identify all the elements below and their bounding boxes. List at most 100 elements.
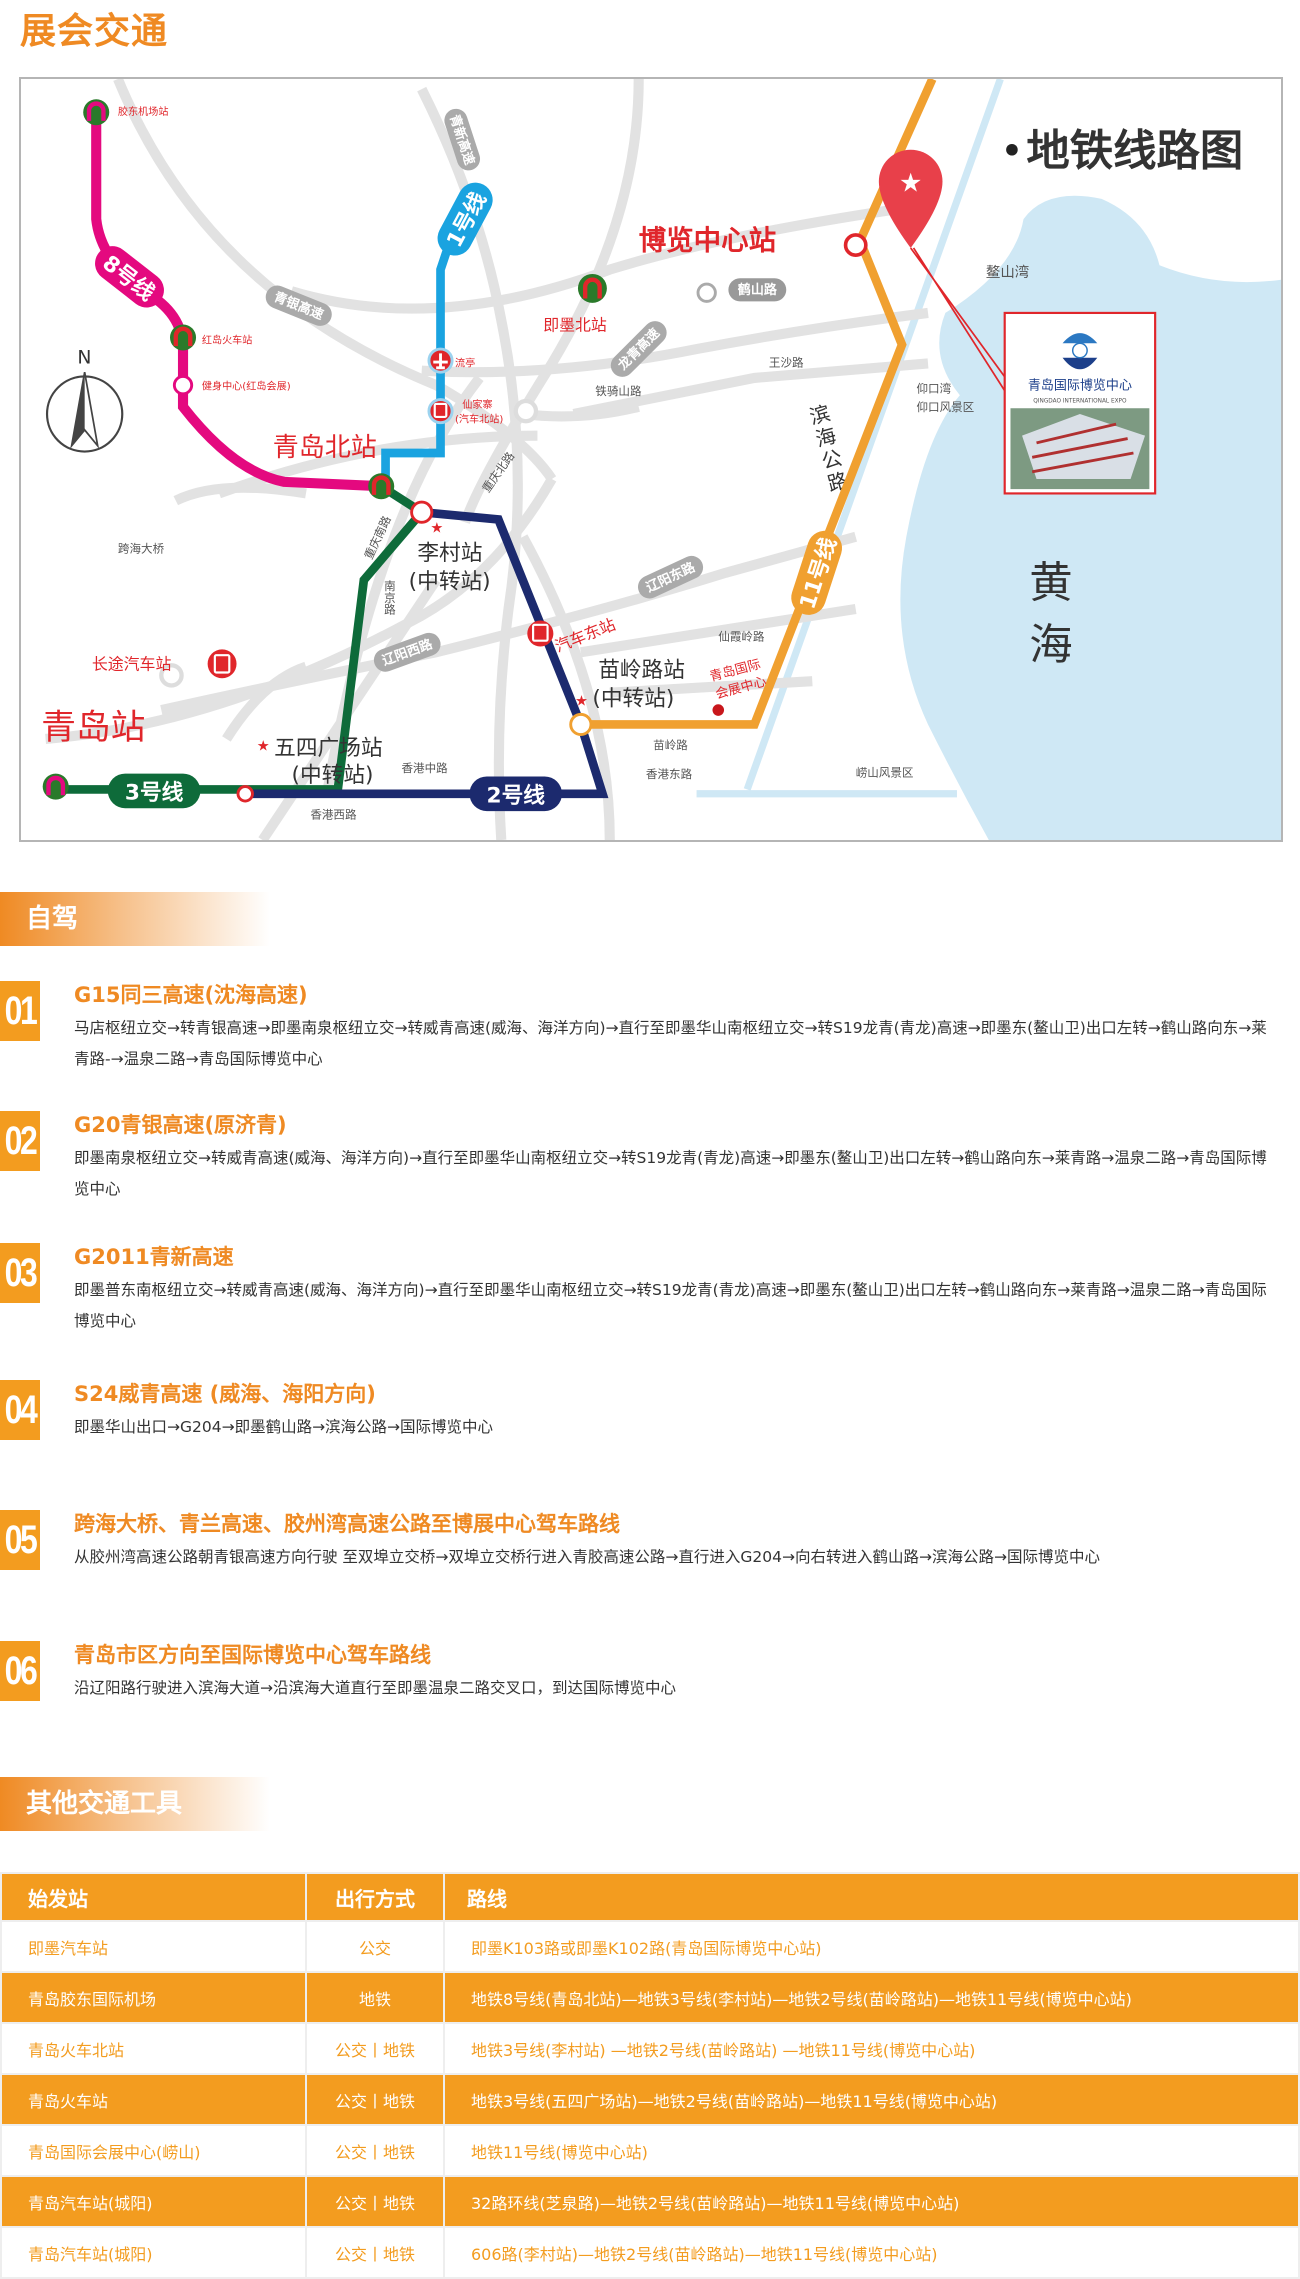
route-cell: 即墨K103路或即墨K102路(青岛国际博览中心站) (443, 1920, 1300, 1973)
station-label: 健身中心(红岛会展) (202, 379, 291, 392)
station-label: 青岛站 (41, 708, 145, 748)
route-number: 01 (0, 981, 40, 1041)
transfer-star: ★ (575, 694, 588, 710)
table-header-row: 始发站 出行方式 路线 (0, 1872, 1300, 1922)
column-header: 出行方式 (305, 1872, 445, 1922)
place-label: 仰口风景区 (916, 400, 974, 414)
station-expo (843, 233, 868, 257)
route-description: 马店枢纽立交→转青银高速→即墨南泉枢纽立交→转威青高速(威海、海洋方向)→直行至… (74, 1019, 1267, 1068)
route-cell: 地铁8号线(青岛北站)—地铁3号线(李村站)—地铁2号线(苗岭路站)—地铁11号… (443, 1971, 1300, 2024)
place-label: 仰口湾 (916, 381, 951, 395)
station-label: 苗岭路站 (598, 658, 685, 683)
road-label: 仙霞岭路 (718, 630, 765, 644)
mode-cell: 公交丨地铁 (305, 2022, 445, 2075)
road-label: 香港西路 (310, 807, 357, 821)
svg-text:青岛国际博览中心: 青岛国际博览中心 (1028, 377, 1132, 393)
section-header-self-drive: 自驾 (0, 892, 270, 946)
mode-cell: 公交丨地铁 (305, 2124, 445, 2177)
mode-cell: 地铁 (305, 1971, 445, 2024)
route-description: 即墨华山出口→G204→即墨鹤山路→滨海公路→国际博览中心 (74, 1418, 494, 1436)
expo-card: 青岛国际博览中心 QINGDAO INTERNATIONAL EXPO (1003, 311, 1157, 495)
station-label: (汽车北站) (455, 413, 503, 426)
table-row: 青岛火车北站公交丨地铁地铁3号线(李村站) —地铁2号线(苗岭路站) —地铁11… (0, 2022, 1300, 2075)
origin-cell: 青岛火车站 (0, 2073, 307, 2126)
route-cell: 地铁3号线(五四广场站)—地铁2号线(苗岭路站)—地铁11号线(博览中心站) (443, 2073, 1300, 2126)
station-label: 长途汽车站 (92, 655, 172, 674)
section-header-other-transport: 其他交通工具 (0, 1777, 270, 1831)
station-label: (中转站) (292, 763, 374, 788)
route-number: 03 (0, 1243, 40, 1303)
svg-text:★: ★ (899, 169, 922, 199)
airport-icon (427, 347, 454, 374)
station-label: 青岛北站 (273, 433, 377, 463)
station-label: 流亭 (455, 356, 475, 369)
column-header: 始发站 (0, 1872, 307, 1922)
convention-center-dot (712, 704, 725, 716)
route-title: S24威青高速 (威海、海阳方向) (74, 1382, 376, 1406)
road-label: 香港东路 (646, 767, 693, 781)
line-2-badge: 2号线 (487, 782, 546, 808)
road-label: 跨海大桥 (118, 542, 165, 556)
table-row: 青岛胶东国际机场地铁地铁8号线(青岛北站)—地铁3号线(李村站)—地铁2号线(苗… (0, 1971, 1300, 2024)
route-title: 跨海大桥、青兰高速、胶州湾高速公路至博展中心驾车路线 (74, 1512, 620, 1536)
subway-map: 青新高速 青银高速 龙青高速 鹤山路 辽阳东路 辽阳西路 王沙路 铁骑山路 重庆… (19, 77, 1283, 842)
station-wusi (236, 785, 254, 803)
station-label: 博览中心站 (639, 224, 776, 256)
route-title: 青岛市区方向至国际博览中心驾车路线 (74, 1643, 431, 1667)
road-label: 鹤山路 (738, 282, 778, 298)
route-cell: 606路(李村站)—地铁2号线(苗岭路站)—地铁11号线(博览中心站) (443, 2226, 1300, 2279)
place-label: 崂山风景区 (856, 765, 914, 779)
station-label: 五四广场站 (274, 736, 382, 761)
station-label: 红岛火车站 (202, 333, 253, 346)
route-cell: 32路环线(芝泉路)—地铁2号线(苗岭路站)—地铁11号线(博览中心站) (443, 2175, 1300, 2228)
road-label: 香港中路 (401, 761, 448, 775)
station-label: 仙家寨 (462, 398, 492, 411)
origin-cell: 青岛火车北站 (0, 2022, 307, 2075)
route-cell: 地铁3号线(李村站) —地铁2号线(苗岭路站) —地铁11号线(博览中心站) (443, 2022, 1300, 2075)
compass-icon: N (45, 347, 124, 453)
station-label: 即墨北站 (543, 315, 607, 334)
pointer-lines (909, 247, 1009, 396)
station-label: 胶东机场站 (118, 105, 169, 118)
place-label: 鳌山湾 (986, 264, 1029, 281)
bus-icon (207, 649, 237, 679)
station-label: (中转站) (409, 570, 491, 595)
station-licun (410, 500, 434, 524)
coast-road (696, 79, 1004, 798)
transport-table: 始发站 出行方式 路线 即墨汽车站公交即墨K103路或即墨K102路(青岛国际博… (0, 1872, 1300, 2279)
station-label: (中转站) (592, 687, 674, 712)
route-number: 02 (0, 1111, 40, 1171)
location-pin-icon: ★ (878, 149, 943, 248)
route-title: G2011青新高速 (74, 1245, 234, 1269)
mode-cell: 公交丨地铁 (305, 2226, 445, 2279)
origin-cell: 青岛国际会展中心(崂山) (0, 2124, 307, 2177)
route-number: 04 (0, 1380, 40, 1440)
origin-cell: 即墨汽车站 (0, 1920, 307, 1973)
route-number: 05 (0, 1510, 40, 1570)
bullet (1006, 143, 1018, 156)
mode-cell: 公交丨地铁 (305, 2175, 445, 2228)
station-fitness (172, 375, 194, 396)
transfer-star: ★ (257, 738, 270, 754)
route-number: 06 (0, 1641, 40, 1701)
road-label: 苗岭路 (653, 738, 688, 752)
road-label: 龙青高速 (615, 325, 663, 373)
station-label: 李村站 (417, 541, 482, 566)
mode-cell: 公交 (305, 1920, 445, 1973)
origin-cell: 青岛汽车站(城阳) (0, 2226, 307, 2279)
route-cell: 地铁11号线(博览中心站) (443, 2124, 1300, 2177)
table-row: 青岛火车站公交丨地铁地铁3号线(五四广场站)—地铁2号线(苗岭路站)—地铁11号… (0, 2073, 1300, 2126)
svg-text:N: N (77, 347, 91, 368)
bus-icon (427, 398, 454, 425)
sea-label: 黄 (1029, 558, 1072, 608)
origin-cell: 青岛胶东国际机场 (0, 1971, 307, 2024)
route-title: G15同三高速(沈海高速) (74, 983, 308, 1007)
station-miaoling (569, 712, 593, 737)
transfer-star: ★ (430, 520, 443, 536)
route-title: G20青银高速(原济青) (74, 1113, 287, 1137)
road-label: 王沙路 (769, 355, 804, 369)
map-title: 地铁线路图 (1026, 127, 1243, 177)
road-label: 铁骑山路 (595, 384, 642, 398)
